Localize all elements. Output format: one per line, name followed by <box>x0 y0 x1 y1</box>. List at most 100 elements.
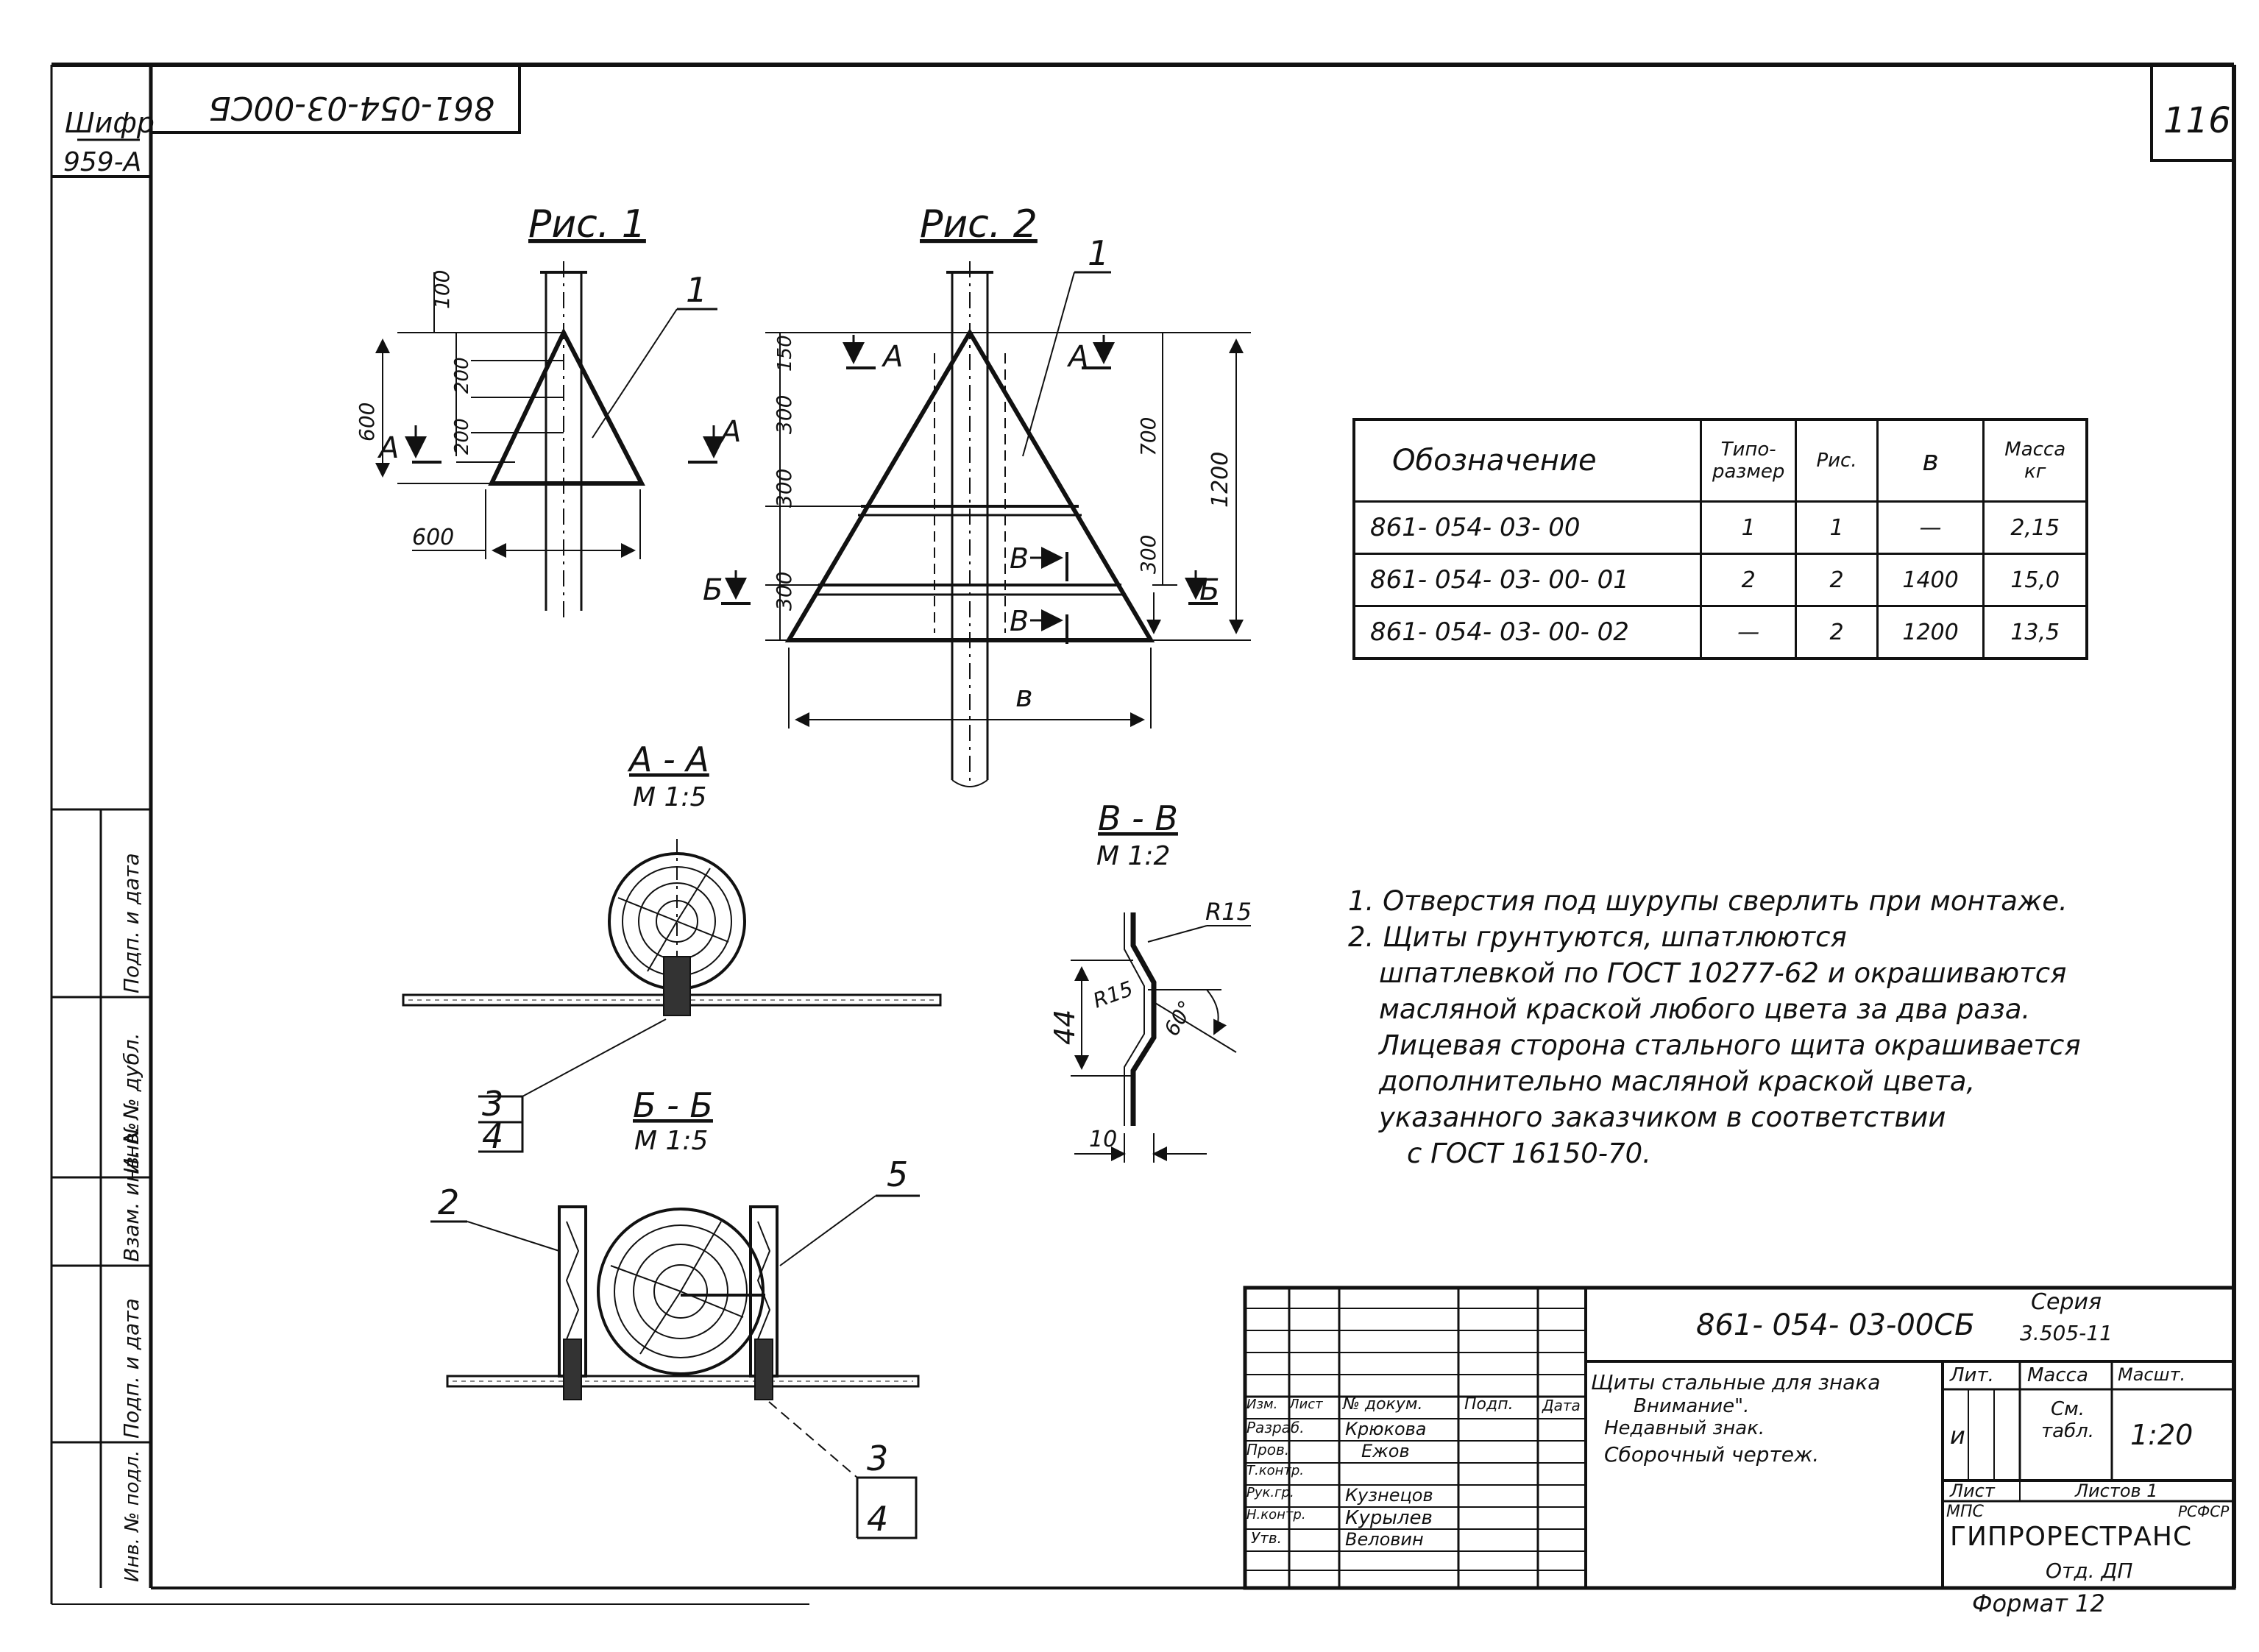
side-stamp-label: Инв. № подл. <box>121 1450 143 1582</box>
fig2-dim-150: 150 <box>774 335 796 372</box>
table-cell: 1 <box>1699 500 1798 555</box>
table-header-width: в <box>1876 418 1985 503</box>
title-person: Ежов <box>1361 1441 1410 1461</box>
figure-2 <box>721 261 1251 787</box>
section-bb-callout-left: 2 <box>438 1183 459 1222</box>
section-vv-height-44: 44 <box>1049 1010 1081 1045</box>
title-lit-value: и <box>1950 1422 1965 1450</box>
note-line: Лицевая сторона стального щита окрашивае… <box>1379 1029 2081 1061</box>
table-row: 861- 054- 03- 00- 02 — 2 1200 13,5 <box>1352 605 2088 660</box>
cipher-label: Шифр <box>65 107 155 139</box>
table-header-designation: Обозначение <box>1352 418 1702 503</box>
title-name-line4: Сборочный чертеж. <box>1604 1442 1820 1467</box>
table-cell: 1 <box>1795 500 1879 555</box>
title-person: Веловин <box>1345 1529 1424 1550</box>
title-org-name: ГИПРОРЕСТРАНС <box>1950 1522 2193 1552</box>
table-header-mass: Масса кг <box>1982 418 2088 503</box>
section-bb-scale: М 1:5 <box>634 1126 708 1156</box>
table-cell: 2 <box>1795 605 1879 660</box>
table-cell: 15,0 <box>1982 553 2088 607</box>
title-person: Крюкова <box>1345 1419 1427 1439</box>
title-doc-code: 861- 054- 03-00СБ <box>1696 1308 1975 1342</box>
title-role: Утв. <box>1251 1529 1282 1547</box>
table-row: 861- 054- 03- 00- 01 2 2 1400 15,0 <box>1352 553 2088 607</box>
side-stamp-label: Подп. и дата <box>119 1298 143 1439</box>
note-line: указанного заказчиком в соответствии <box>1379 1102 1946 1133</box>
fig2-section-b-right: Б <box>1199 573 1219 607</box>
table-cell: 861- 054- 03- 00- 02 <box>1352 605 1702 660</box>
section-vv-width-10: 10 <box>1089 1127 1117 1152</box>
side-stamp-label: Инв. № дубл. <box>119 1032 143 1174</box>
note-line: 2. Щиты грунтуются, шпатлюются <box>1348 921 1847 953</box>
note-line: с ГОСТ 16150-70. <box>1407 1138 1651 1169</box>
section-aa-scale: М 1:5 <box>633 782 706 812</box>
section-bb-callout-num: 3 <box>867 1439 888 1478</box>
title-person: Кузнецов <box>1345 1485 1433 1506</box>
fig2-section-v-bottom: В <box>1010 605 1029 637</box>
fig2-dim-300c: 300 <box>772 572 796 611</box>
title-sheets-label: Листов 1 <box>2075 1481 2158 1501</box>
title-role: Пров. <box>1246 1441 1290 1458</box>
fig2-dim-300a: 300 <box>772 395 796 434</box>
figure-2-callout: 1 <box>1088 233 1109 273</box>
title-org-line2: РСФСР <box>2178 1503 2230 1520</box>
title-role: Т.контр. <box>1246 1463 1305 1478</box>
table-cell: 861- 054- 03- 00 <box>1352 500 1702 555</box>
section-vv-angle: 60° <box>1159 996 1198 1040</box>
fig2-section-a-left: А <box>881 340 903 374</box>
title-col-izm: Изм. <box>1246 1397 1278 1412</box>
side-stamp-label: Взам. инв. № <box>119 1122 143 1262</box>
figure-1-title: Рис. 1 <box>528 202 646 247</box>
section-bb-callout-den: 4 <box>867 1499 888 1539</box>
note-line: дополнительно масляной краской цвета, <box>1379 1066 1976 1097</box>
note-line: 1. Отверстия под шурупы сверлить при мон… <box>1348 885 2068 917</box>
title-role: Н.контр. <box>1246 1507 1306 1522</box>
title-block-grid <box>1243 1286 2236 1590</box>
table-cell: 861- 054- 03- 00- 01 <box>1352 553 1702 607</box>
title-mass-value: См. табл. <box>2041 1398 2094 1442</box>
note-line: шпатлевкой по ГОСТ 10277-62 и окрашивают… <box>1379 957 2067 989</box>
table-cell: 1200 <box>1876 605 1985 660</box>
title-col-date: Дата <box>1542 1397 1581 1414</box>
fig1-section-mark-left: А <box>377 431 399 465</box>
title-scale-value: 1:20 <box>2130 1419 2194 1451</box>
title-name-line3: Недавный знак. <box>1604 1417 1765 1439</box>
note-line: масляной краской любого цвета за два раз… <box>1379 993 2031 1025</box>
fig2-dim-1200: 1200 <box>1207 452 1233 508</box>
title-col-sign: Подп. <box>1464 1395 1514 1414</box>
technical-notes: 1. Отверстия под шурупы сверлить при мон… <box>1348 883 2224 1171</box>
title-person: Курылев <box>1345 1507 1433 1529</box>
title-scale-label: Масшт. <box>2118 1364 2186 1385</box>
figure-1-callout: 1 <box>686 270 707 310</box>
table-cell: — <box>1699 605 1798 660</box>
fig2-section-a-right: А <box>1066 340 1088 374</box>
table-header-type-size: Типо-размер <box>1699 418 1798 503</box>
fig2-section-v-top: В <box>1010 542 1029 575</box>
title-format: Формат 12 <box>1972 1589 2105 1617</box>
table-header-figure: Рис. <box>1795 418 1879 503</box>
fig1-dim-600-height: 600 <box>355 403 379 442</box>
sheet-frame <box>50 63 2236 1605</box>
title-role: Рук.гр. <box>1246 1485 1294 1500</box>
fig1-dim-600-width: 600 <box>412 525 454 550</box>
title-name-line1: Щиты стальные для знака <box>1591 1370 1881 1394</box>
title-mass-label: Масса <box>2027 1364 2088 1386</box>
fig2-dim-width: в <box>1015 680 1033 714</box>
fig1-dim-200b: 200 <box>451 418 473 455</box>
fig1-section-mark-right: А <box>719 415 741 449</box>
table-cell: 1400 <box>1876 553 1985 607</box>
section-aa-title: А - А <box>627 740 709 779</box>
title-col-list: Лист <box>1289 1397 1323 1412</box>
title-lit-label: Лит. <box>1950 1364 1994 1386</box>
section-bb-title: Б - Б <box>633 1085 713 1125</box>
title-sheet-label: Лист <box>1950 1481 1995 1501</box>
top-code-rotated: 861-054-03-00СБ <box>209 89 494 127</box>
section-vv-r15-inner: R15 <box>1090 976 1136 1013</box>
table-header-row: Обозначение Типо-размер Рис. в Масса кг <box>1352 418 2088 503</box>
title-dept: Отд. ДП <box>2046 1559 2133 1583</box>
section-vv-scale: М 1:2 <box>1096 841 1170 871</box>
section-bb <box>430 1194 920 1539</box>
table-row: 861- 054- 03- 00 1 1 — 2,15 <box>1352 500 2088 555</box>
title-org-line1: МПС <box>1946 1503 1984 1521</box>
